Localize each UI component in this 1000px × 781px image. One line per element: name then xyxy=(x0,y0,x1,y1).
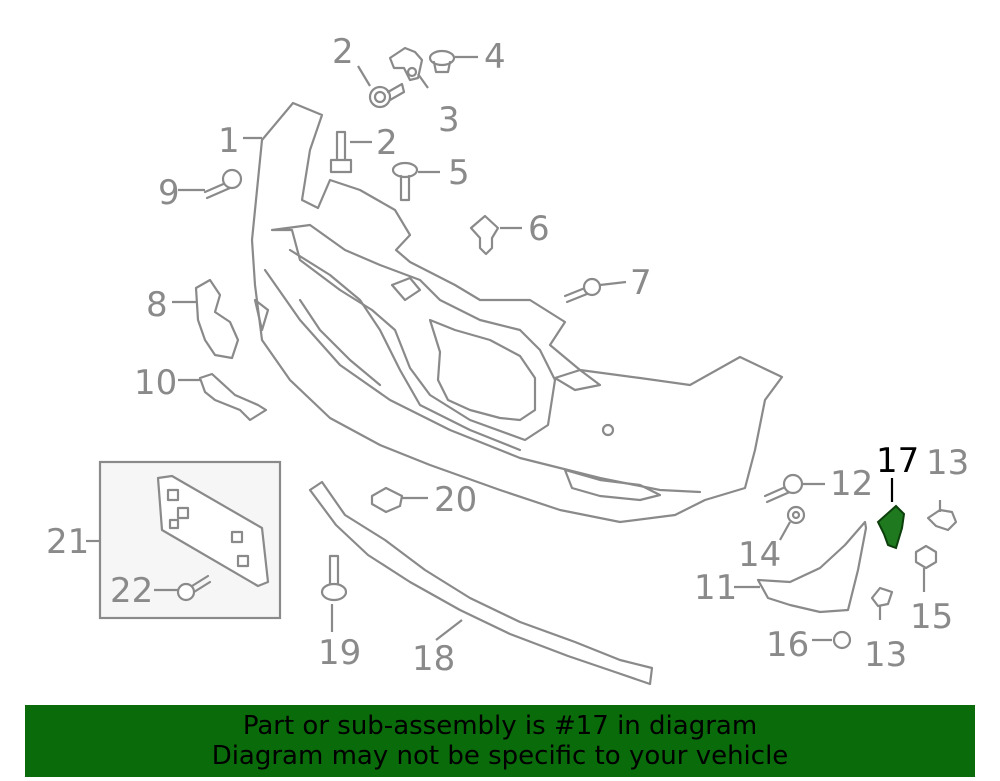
callout-17: 17 xyxy=(876,441,919,481)
screw-part-9[interactable] xyxy=(203,168,243,200)
callout-4: 4 xyxy=(484,37,506,77)
nut-part-16[interactable] xyxy=(832,630,852,650)
bumper-cover-part[interactable] xyxy=(250,101,784,524)
callout-22: 22 xyxy=(110,571,153,611)
bolt-part-2b[interactable] xyxy=(329,130,353,174)
callout-19: 19 xyxy=(318,633,361,673)
callout-2a: 2 xyxy=(332,32,354,72)
nut-part-15[interactable] xyxy=(914,544,938,570)
bolt-part-19[interactable] xyxy=(320,554,348,602)
banner-line-1: Part or sub-assembly is #17 in diagram xyxy=(242,711,758,741)
callout-15: 15 xyxy=(910,597,953,637)
callout-9: 9 xyxy=(158,173,180,213)
info-banner: Part or sub-assembly is #17 in diagram D… xyxy=(25,705,975,777)
bracket-part-11[interactable] xyxy=(756,520,868,614)
callout-16: 16 xyxy=(766,625,809,665)
callout-5: 5 xyxy=(448,153,470,193)
nut-part-20[interactable] xyxy=(370,486,404,514)
screw-part-7[interactable] xyxy=(563,277,602,304)
clip-part-4[interactable] xyxy=(428,49,456,74)
bolt-part-12[interactable] xyxy=(763,473,804,504)
callout-2b: 2 xyxy=(376,123,398,163)
banner-line-2: Diagram may not be specific to your vehi… xyxy=(211,741,789,771)
parts-diagram: 1 2 2 3 4 5 6 7 8 9 10 11 12 13 13 14 15… xyxy=(46,32,969,686)
strip-part-10[interactable] xyxy=(198,372,268,422)
callout-20: 20 xyxy=(434,480,477,520)
leader-lines xyxy=(86,55,942,642)
bolt-part-5[interactable] xyxy=(391,161,419,202)
bracket-part-8[interactable] xyxy=(194,278,240,360)
callout-11: 11 xyxy=(694,568,737,608)
highlighted-bracket-part-17[interactable] xyxy=(876,504,906,550)
clip-part-13a[interactable] xyxy=(926,508,958,532)
callout-1: 1 xyxy=(218,121,240,161)
callout-13b: 13 xyxy=(864,635,907,675)
callout-14: 14 xyxy=(738,535,781,575)
lower-trim-part-18[interactable] xyxy=(308,480,654,686)
screw-part-22[interactable] xyxy=(176,574,212,602)
bolt-part-2a[interactable] xyxy=(368,82,406,109)
callout-10: 10 xyxy=(134,363,177,403)
bracket-part-3[interactable] xyxy=(388,46,424,82)
callout-12: 12 xyxy=(830,464,873,504)
callout-13a: 13 xyxy=(926,443,969,483)
clip-part-13b[interactable] xyxy=(870,586,894,608)
callout-21: 21 xyxy=(46,522,89,562)
callout-18: 18 xyxy=(412,639,455,679)
nut-part-14[interactable] xyxy=(786,505,806,525)
callout-6: 6 xyxy=(528,209,550,249)
callout-7: 7 xyxy=(630,263,652,303)
callout-8: 8 xyxy=(146,285,168,325)
callout-labels: 1 2 2 3 4 5 6 7 8 9 10 11 12 13 13 14 15… xyxy=(46,32,969,679)
push-pin-part-6[interactable] xyxy=(469,214,500,256)
callout-3: 3 xyxy=(438,100,460,140)
